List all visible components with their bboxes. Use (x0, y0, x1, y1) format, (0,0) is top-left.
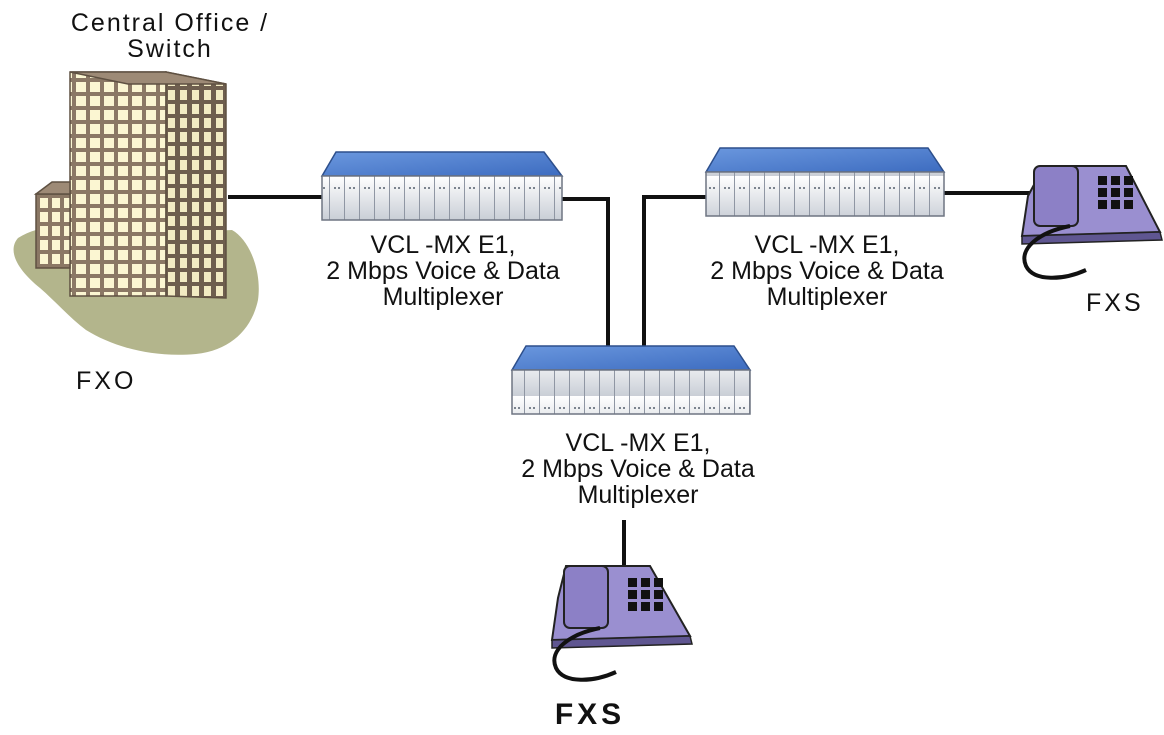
mux2-front (705, 171, 945, 217)
link-mux3-mux2 (642, 195, 706, 346)
mux1-top (320, 151, 564, 177)
mux3-top (510, 345, 752, 371)
phone2-base (551, 635, 693, 649)
multiplexer-1 (320, 151, 564, 221)
central-office-label-line2: Switch (127, 35, 213, 63)
phone2-handset (563, 565, 609, 629)
multiplexer-2 (704, 147, 946, 217)
fxs-label-right: FXS (1086, 289, 1144, 317)
multiplexer-3 (510, 345, 752, 415)
telephone-1-icon (1020, 165, 1163, 280)
building-tower-front (69, 71, 167, 297)
multiplexer-3-label: VCL -MX E1, 2 Mbps Voice & Data Multiple… (488, 430, 788, 508)
phone1-keypad (1098, 176, 1133, 209)
central-office-building (13, 71, 259, 355)
telephone-2-icon (550, 565, 693, 682)
building-annex (35, 193, 71, 269)
mux1-label-line2: 2 Mbps Voice & Data (326, 257, 560, 285)
annex-roof (33, 181, 71, 195)
mux2-label-line2: 2 Mbps Voice & Data (710, 257, 944, 285)
mux1-label-line1: VCL -MX E1, (370, 231, 516, 259)
mux2-top (704, 147, 946, 173)
multiplexer-2-label: VCL -MX E1, 2 Mbps Voice & Data Multiple… (677, 232, 977, 310)
phone1-handset (1033, 165, 1079, 227)
phone2-keypad (628, 578, 663, 611)
building-tower-side (165, 71, 227, 299)
phone2-cord (552, 626, 617, 682)
central-office-label: Central Office / Switch (40, 10, 300, 62)
central-office-label-line1: Central Office / (70, 9, 270, 37)
fxs-label-bottom: FXS (554, 698, 626, 731)
link-mux1-mux3 (562, 197, 610, 346)
mux3-front (511, 369, 751, 415)
mux3-label-line3: Multiplexer (577, 481, 699, 509)
phone1-cord (1022, 224, 1087, 280)
mux1-front (321, 175, 563, 221)
connection-lines (228, 191, 1030, 566)
multiplexer-1-label: VCL -MX E1, 2 Mbps Voice & Data Multiple… (293, 232, 593, 310)
fxo-label: FXO (76, 367, 137, 395)
phone1-base (1021, 231, 1163, 245)
building-roof (69, 71, 227, 85)
mux2-label-line1: VCL -MX E1, (754, 231, 900, 259)
mux3-label-line1: VCL -MX E1, (565, 429, 711, 457)
mux2-label-line3: Multiplexer (766, 283, 888, 311)
mux3-label-line2: 2 Mbps Voice & Data (521, 455, 755, 483)
mux1-label-line3: Multiplexer (382, 283, 504, 311)
